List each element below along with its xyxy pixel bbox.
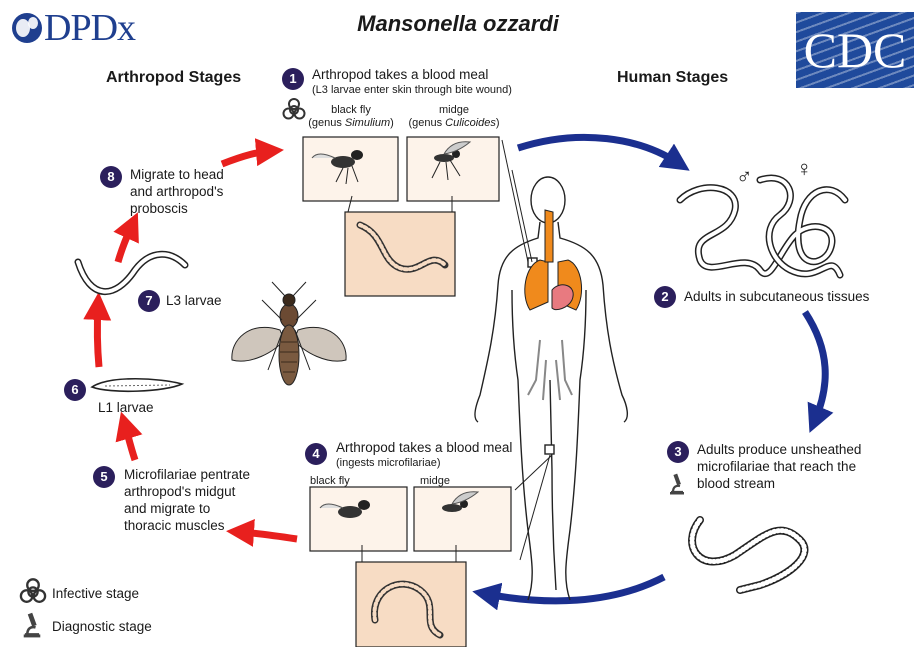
cdc-logo: CDC <box>796 12 914 88</box>
heading-arthropod-stages: Arthropod Stages <box>106 69 241 87</box>
heading-human-stages: Human Stages <box>617 69 728 87</box>
top-blackfly-name: black fly <box>305 104 397 117</box>
step-7-badge: 7 <box>138 290 160 312</box>
step-3-label: Adults produce unsheathed microfilariae … <box>697 441 861 492</box>
step-6-label: L1 larvae <box>98 399 154 416</box>
legend-infective-label: Infective stage <box>52 586 139 601</box>
bottom-midge-caption: midge <box>420 475 470 488</box>
top-vector-insets <box>303 137 499 296</box>
step-5-badge: 5 <box>93 466 115 488</box>
page-title: Mansonella ozzardi <box>0 11 916 37</box>
legend-biohazard-icon <box>18 577 48 607</box>
step-1-badge: 1 <box>282 68 304 90</box>
top-blackfly-genus-line: (genus Simulium) <box>305 117 397 130</box>
male-symbol: ♂ <box>736 164 753 190</box>
large-fly-illustration <box>232 282 346 385</box>
step-1-sublabel: (L3 larvae enter skin through bite wound… <box>312 84 512 97</box>
microscope-icon <box>667 473 687 495</box>
red-arrow-8-to-1 <box>222 151 270 164</box>
step-8-badge: 8 <box>100 166 122 188</box>
legend-diagnostic-label: Diagnostic stage <box>52 619 152 634</box>
step-3-badge: 3 <box>667 441 689 463</box>
step-4-sublabel: (ingests microfilariae) <box>336 457 441 470</box>
female-symbol: ♀ <box>796 156 813 182</box>
blue-arrow-1-to-2 <box>518 137 678 163</box>
legend-microscope-icon <box>20 612 44 638</box>
l3-larva-drawing <box>78 254 185 291</box>
top-midge-genus-line: (genus Culicoides) <box>404 117 504 130</box>
step-8-label: Migrate to head and arthropod's probosci… <box>130 166 224 217</box>
l1-larva-drawing <box>92 379 182 392</box>
microfilaria-drawing <box>692 520 804 590</box>
top-midge-caption: midge (genus Culicoides) <box>404 104 504 130</box>
bottom-blackfly-caption: black fly <box>310 475 360 488</box>
step-7-label: L3 larvae <box>166 292 222 309</box>
step-1-label: Arthropod takes a blood meal <box>312 66 488 83</box>
top-blackfly-caption: black fly (genus Simulium) <box>305 104 397 130</box>
blue-arrow-2-to-3 <box>805 312 825 420</box>
trachea-shape <box>545 210 553 262</box>
top-midge-name: midge <box>404 104 504 117</box>
step-4-label: Arthropod takes a blood meal <box>336 439 512 456</box>
red-arrow-7-to-8 <box>118 225 132 262</box>
red-arrow-6-to-7 <box>97 306 99 367</box>
blue-arrow-3-to-4 <box>486 577 664 601</box>
step-4-badge: 4 <box>305 443 327 465</box>
step-2-badge: 2 <box>654 286 676 308</box>
cdc-logo-text: CDC <box>804 22 907 78</box>
step-2-label: Adults in subcutaneous tissues <box>684 288 869 305</box>
bottom-vector-insets <box>310 487 511 647</box>
biohazard-icon <box>281 97 307 123</box>
step-6-badge: 6 <box>64 379 86 401</box>
adult-worms <box>680 178 845 275</box>
step-5-label: Microfilariae pentrate arthropod's midgu… <box>124 466 250 534</box>
red-arrow-5-to-6 <box>125 425 135 460</box>
